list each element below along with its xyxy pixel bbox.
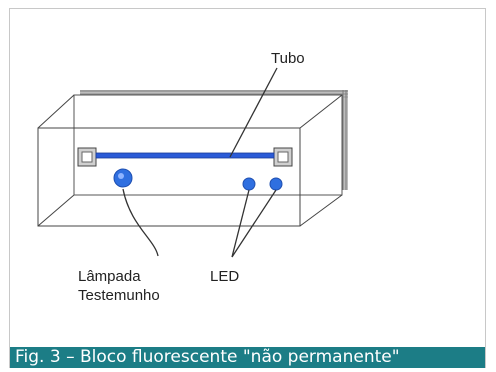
right-tube-holder: [273, 147, 293, 167]
led-label: LED: [210, 268, 240, 285]
figure-caption: Fig. 3 – Bloco fluorescente "não permane…: [15, 347, 400, 367]
led-right: [269, 177, 283, 191]
leader-lines: [122, 67, 278, 258]
witness-lamp-label-line2: Testemunho: [78, 287, 160, 304]
led-left: [242, 177, 256, 191]
lamp-leader-line: [122, 188, 159, 257]
witness-lamp-highlight: [118, 173, 124, 179]
box-edges: [37, 94, 343, 227]
tube-leader-line: [229, 67, 278, 158]
led-leader-line-left: [231, 189, 250, 258]
caption-bar: [10, 347, 485, 368]
led-leader-line-right: [231, 189, 277, 258]
fluorescent-tube: [95, 152, 275, 159]
tube-label: Tubo: [271, 50, 305, 67]
witness-lamp-label-line1: Lâmpada: [78, 268, 141, 285]
left-tube-holder: [77, 147, 97, 167]
box-front-face: [37, 127, 301, 227]
